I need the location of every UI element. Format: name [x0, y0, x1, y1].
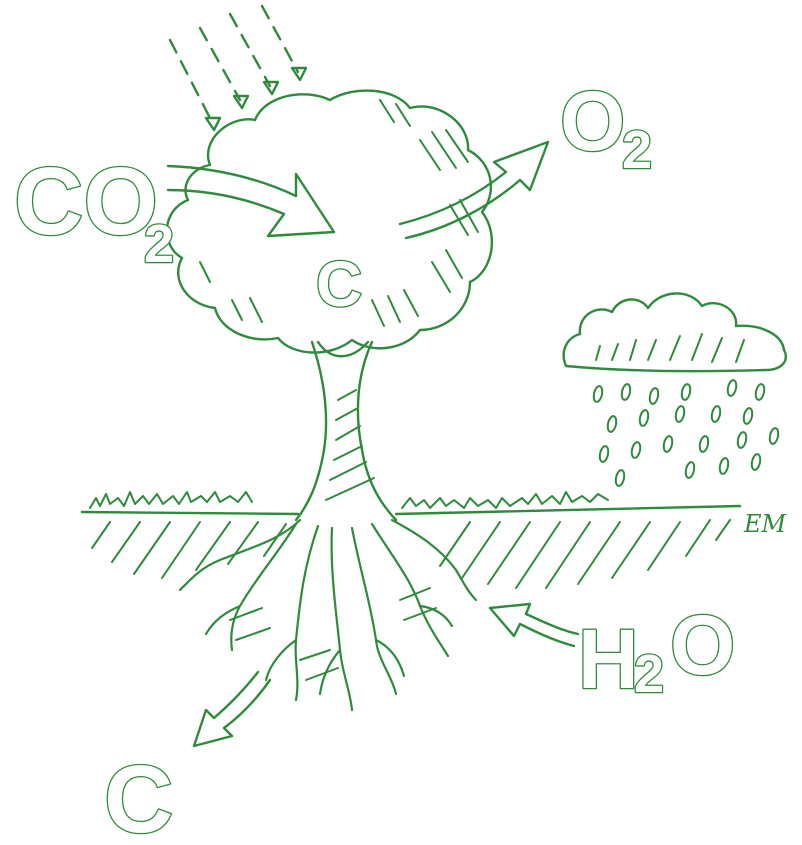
- o2-label: O 2: [560, 74, 652, 180]
- cloud-shading: [596, 334, 744, 362]
- trunk-shading: [326, 390, 374, 500]
- o2-label-main: O: [560, 74, 625, 168]
- co2-label-main: CO: [14, 148, 158, 255]
- tree-trunk: [296, 342, 396, 520]
- roots: [180, 520, 476, 710]
- o2-label-subscript: 2: [622, 120, 652, 180]
- artist-signature: EM: [743, 510, 788, 538]
- co2-arrow: [168, 166, 334, 236]
- carbon-in-soil-label: C: [104, 746, 173, 845]
- co2-label-subscript: 2: [144, 214, 174, 274]
- sunlight-rays: [170, 6, 298, 122]
- h2o-label-h: H: [578, 612, 639, 706]
- carbon-to-soil-arrow: [194, 672, 270, 746]
- h2o-label-subscript: 2: [634, 644, 664, 704]
- carbon-in-tree-label: C: [316, 248, 362, 320]
- h2o-label: H 2 O: [578, 598, 735, 706]
- h2o-label-o: O: [670, 598, 735, 692]
- raindrops: [592, 379, 779, 486]
- co2-label: CO 2: [14, 148, 174, 274]
- sunlight-arrowheads: [206, 68, 306, 130]
- h2o-arrow: [490, 604, 578, 646]
- grass: [90, 492, 608, 508]
- ground-line: [82, 506, 740, 514]
